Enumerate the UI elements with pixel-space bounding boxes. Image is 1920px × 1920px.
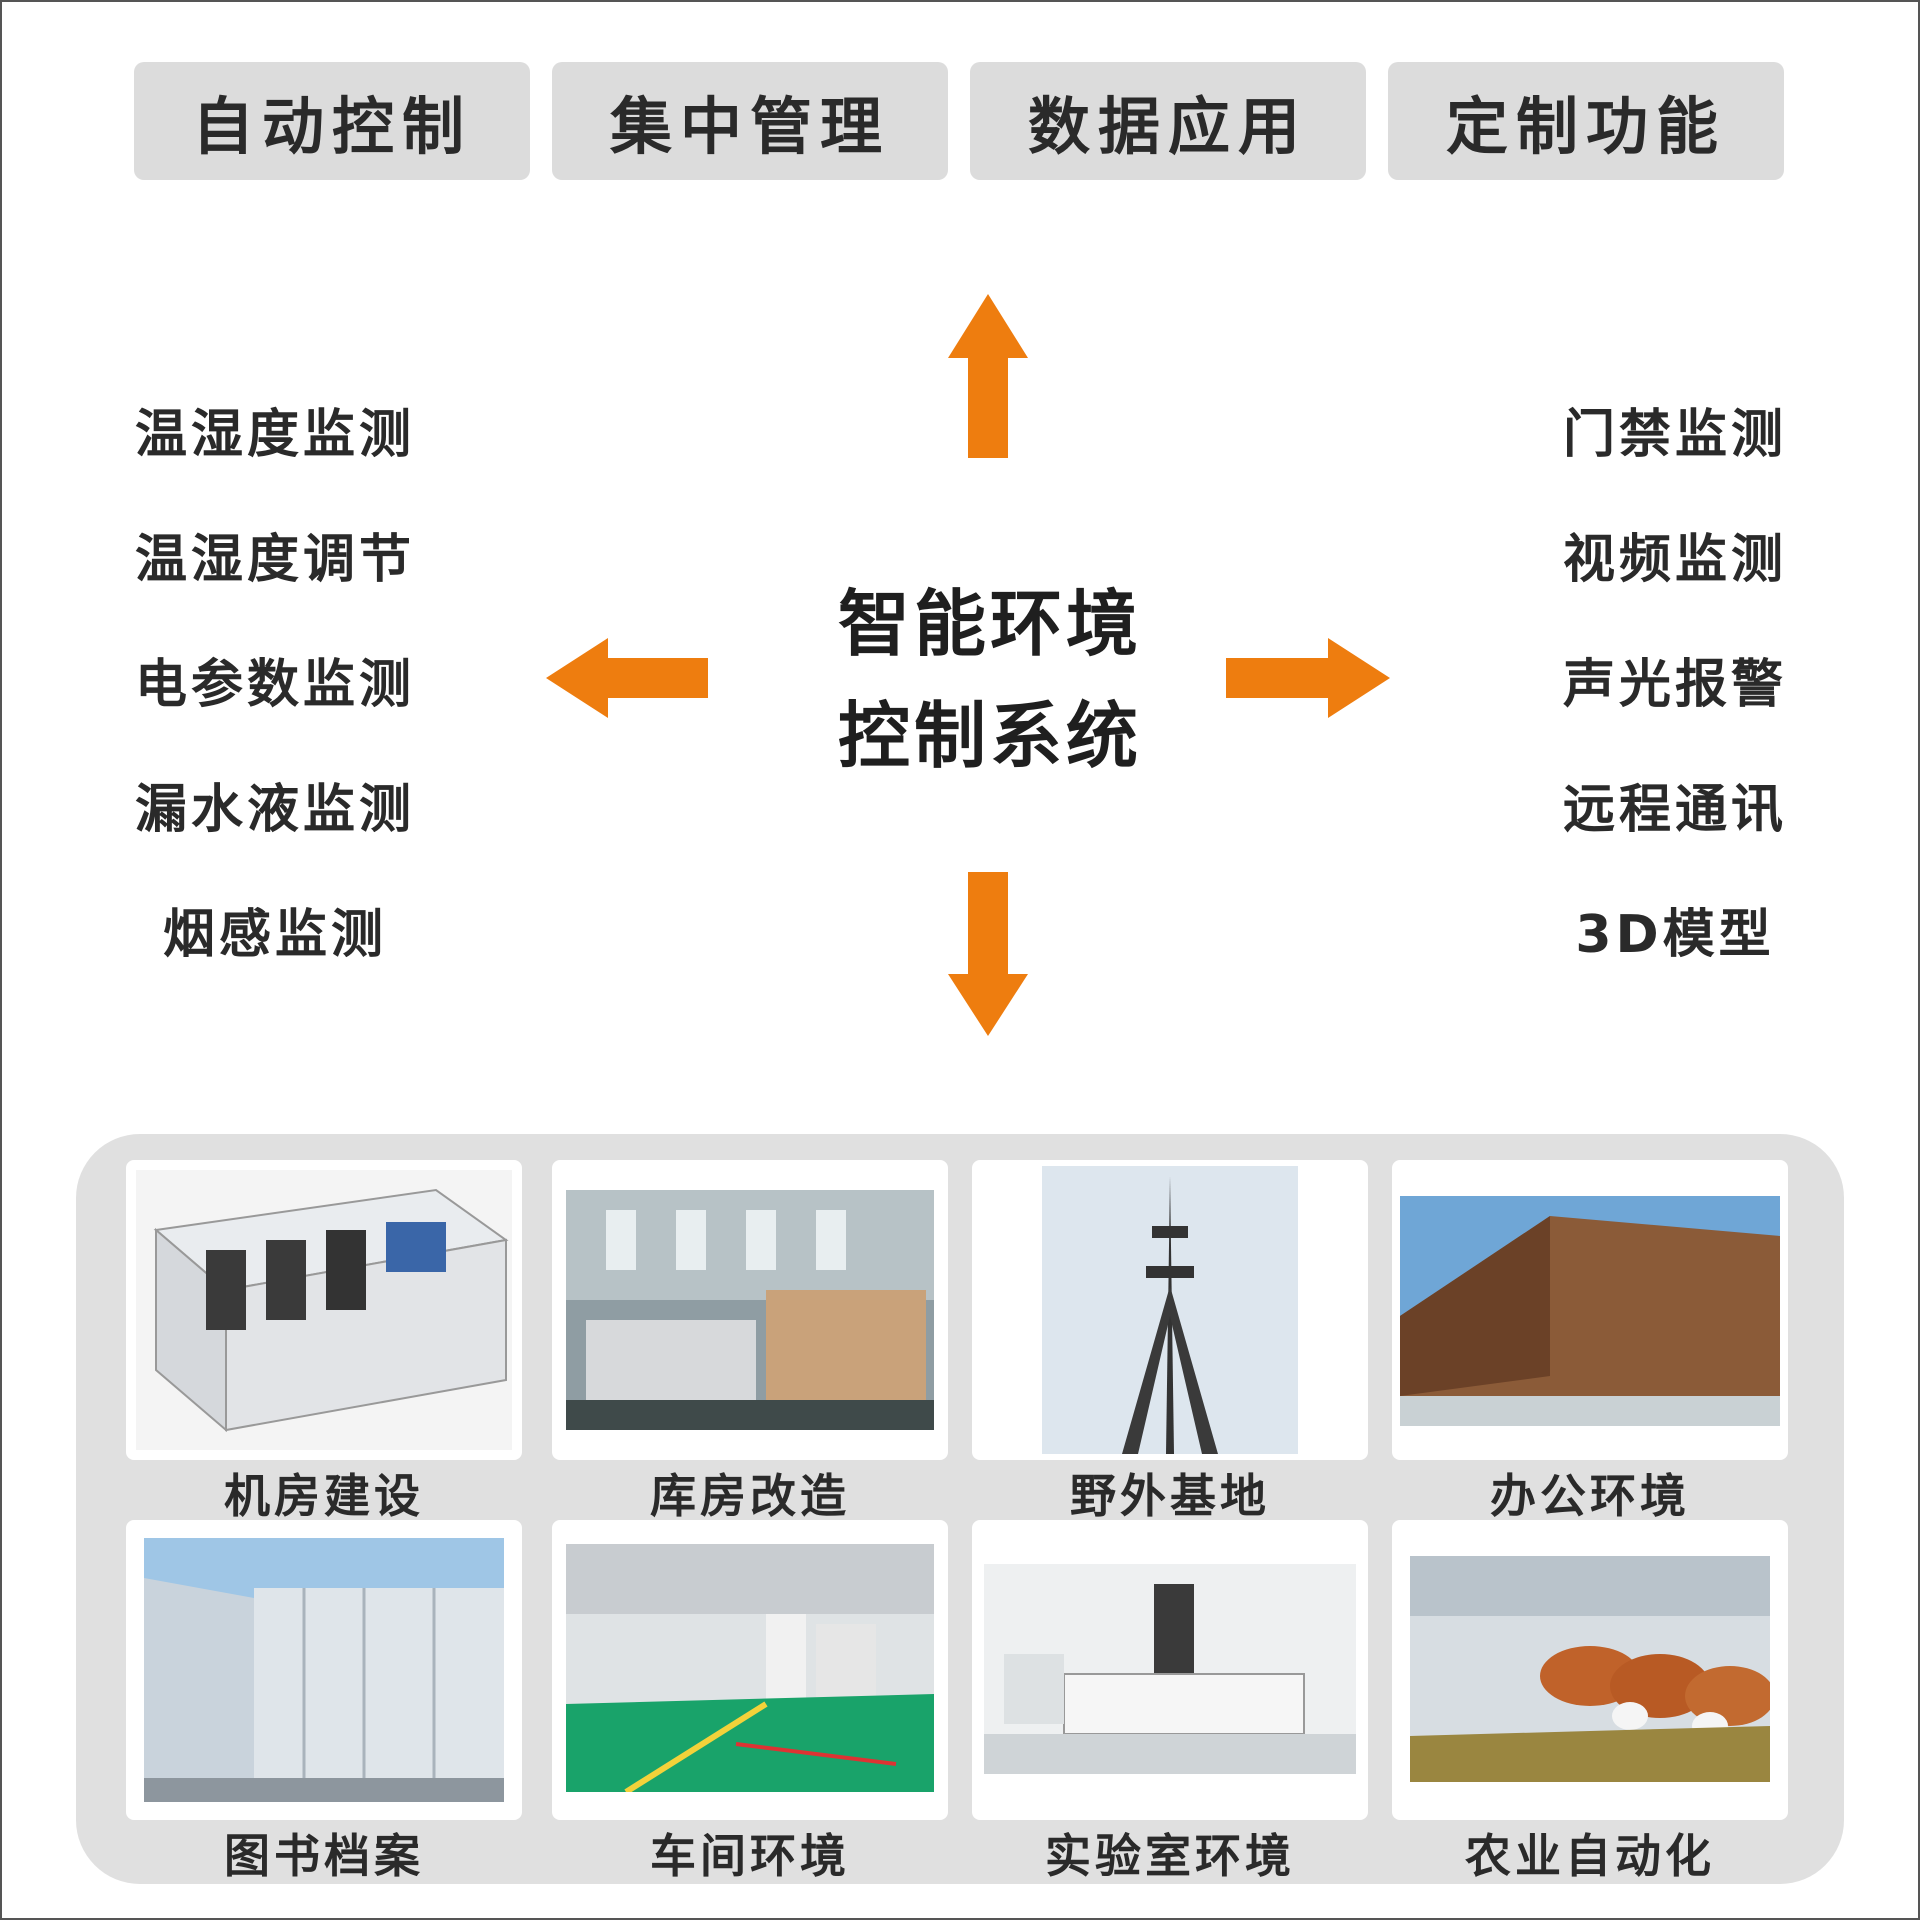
scenario-label: 图书档案 <box>224 1829 424 1883</box>
scenario-card-machine-room <box>126 1160 522 1460</box>
scenario-card-archives <box>126 1520 522 1820</box>
scenario-card-field-base <box>972 1160 1368 1460</box>
feature-auto-control: 自动控制 <box>134 62 530 180</box>
scenario-card-workshop <box>552 1520 948 1820</box>
warehouse-image-icon <box>566 1190 934 1430</box>
scenario-label: 办公环境 <box>1490 1469 1690 1523</box>
scenario-card-office <box>1392 1160 1788 1460</box>
archive-shelves-image-icon <box>144 1538 504 1802</box>
scenario-label: 农业自动化 <box>1465 1829 1715 1883</box>
scenario-label: 车间环境 <box>650 1829 850 1883</box>
office-building-image-icon <box>1400 1196 1780 1426</box>
scenario-panel: 机房建设 库房改造 野外基地 办公 <box>76 1134 1844 1884</box>
workshop-image-icon <box>566 1544 934 1792</box>
center-title-line-1: 智能环境 <box>837 582 1142 666</box>
left-function-list: 温湿度监测 温湿度调节 电参数监测 漏水液监测 烟感监测 <box>110 392 440 1017</box>
scenario-label: 实验室环境 <box>1045 1829 1295 1883</box>
cattle-farm-image-icon <box>1410 1556 1770 1782</box>
scenario-card-laboratory <box>972 1520 1368 1820</box>
center-title: 智能环境 控制系统 <box>790 568 1190 792</box>
feature-tabs: 自动控制 集中管理 数据应用 定制功能 <box>134 62 1786 180</box>
feature-custom-function: 定制功能 <box>1388 62 1784 180</box>
list-item: 温湿度调节 <box>134 530 415 590</box>
list-item: 电参数监测 <box>134 655 415 715</box>
server-room-image-icon <box>136 1170 512 1450</box>
list-item: 温湿度监测 <box>134 405 415 465</box>
laboratory-image-icon <box>984 1564 1356 1774</box>
list-item: 远程通讯 <box>1562 780 1787 840</box>
center-title-line-2: 控制系统 <box>837 694 1142 778</box>
signal-tower-image-icon <box>1042 1166 1298 1454</box>
feature-data-application: 数据应用 <box>970 62 1366 180</box>
list-item: 声光报警 <box>1562 655 1787 715</box>
list-item: 烟感监测 <box>162 905 387 965</box>
list-item: 漏水液监测 <box>134 780 415 840</box>
list-item: 视频监测 <box>1562 530 1787 590</box>
scenario-card-warehouse <box>552 1160 948 1460</box>
scenario-label: 机房建设 <box>224 1469 424 1523</box>
scenario-label: 野外基地 <box>1070 1469 1270 1523</box>
scenario-card-agriculture <box>1392 1520 1788 1820</box>
list-item: 门禁监测 <box>1562 405 1787 465</box>
feature-central-management: 集中管理 <box>552 62 948 180</box>
right-function-list: 门禁监测 视频监测 声光报警 远程通讯 3D模型 <box>1510 392 1840 1017</box>
list-item: 3D模型 <box>1575 905 1775 965</box>
scenario-label: 库房改造 <box>650 1469 850 1523</box>
